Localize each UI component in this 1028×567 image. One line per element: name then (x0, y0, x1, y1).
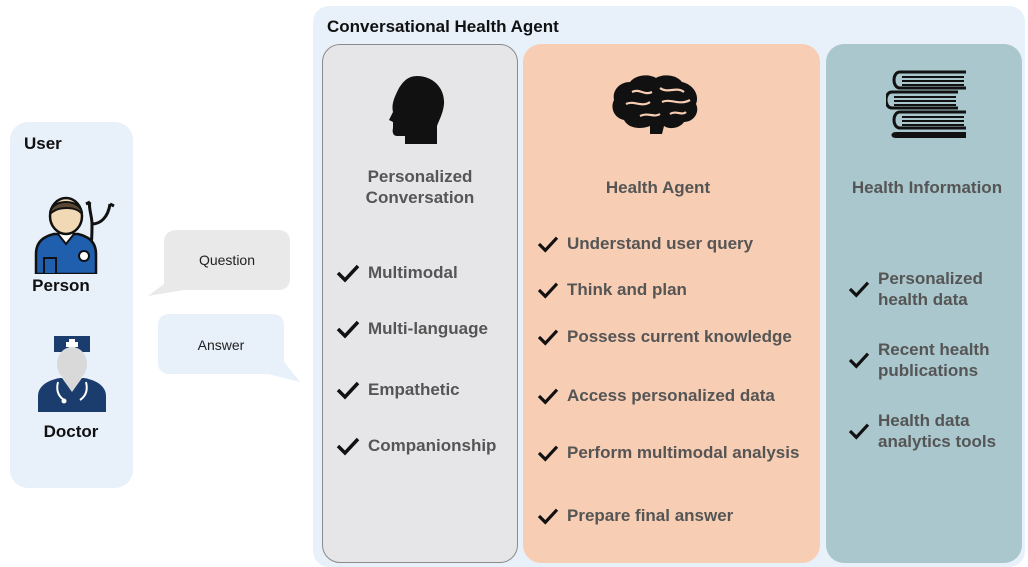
item-label: Personalized health data (878, 268, 983, 310)
agent-item: Prepare final answer (537, 505, 733, 526)
item-label: Access personalized data (567, 386, 775, 405)
health-information-column (826, 44, 1022, 563)
item-label: Multi-language (368, 319, 488, 338)
person-icon (34, 196, 115, 274)
agent-title: Conversational Health Agent (327, 17, 559, 36)
check-icon (537, 388, 559, 405)
item-line: Health data (878, 411, 970, 430)
user-title: User (24, 134, 62, 153)
conversation-item: Multimodal (336, 262, 458, 283)
check-icon (848, 281, 870, 298)
books-icon (886, 70, 966, 138)
conversation-item: Empathetic (336, 379, 460, 400)
agent-item: Think and plan (537, 279, 687, 300)
check-icon (848, 352, 870, 369)
item-label: Empathetic (368, 380, 460, 399)
item-label: Think and plan (567, 280, 687, 299)
doctor-label: Doctor (43, 422, 99, 441)
personalized-conversation-title: Personalized Conversation (322, 166, 518, 208)
item-label: Recent health publications (878, 339, 989, 381)
agent-item: Perform multimodal analysis (537, 442, 799, 463)
title-line: Conversation (365, 188, 475, 207)
person-label: Person (32, 276, 90, 295)
item-label: Multimodal (368, 263, 458, 282)
info-item: Health data analytics tools (848, 410, 996, 452)
item-label: Companionship (368, 436, 497, 455)
check-icon (336, 264, 360, 283)
conversation-item: Multi-language (336, 318, 488, 339)
item-label: Possess current knowledge (567, 327, 792, 346)
item-label: Health data analytics tools (878, 410, 996, 452)
check-icon (537, 329, 559, 346)
conversation-item: Companionship (336, 435, 496, 456)
item-line: Recent health (878, 340, 990, 359)
item-line: analytics tools (878, 432, 997, 451)
item-line: Personalized (878, 269, 983, 288)
answer-label: Answer (197, 337, 245, 353)
user-panel (10, 122, 133, 488)
answer-bubble (158, 314, 300, 382)
check-icon (336, 437, 360, 456)
head-silhouette-icon (389, 76, 445, 144)
item-label: Perform multimodal analysis (567, 443, 800, 462)
health-agent-title: Health Agent (605, 178, 711, 197)
check-icon (537, 236, 559, 253)
question-label: Question (198, 252, 256, 268)
brain-icon (612, 75, 698, 134)
item-label: Prepare final answer (567, 506, 734, 525)
agent-item: Understand user query (537, 233, 753, 254)
item-line: publications (878, 361, 979, 380)
check-icon (537, 282, 559, 299)
health-information-title: Health Information (851, 178, 1003, 197)
check-icon (336, 381, 360, 400)
title-line: Personalized (367, 167, 473, 186)
check-icon (336, 320, 360, 339)
health-agent-column (523, 44, 820, 563)
item-label: Understand user query (567, 234, 754, 253)
doctor-icon (38, 336, 106, 412)
check-icon (848, 423, 870, 440)
agent-item: Possess current knowledge (537, 326, 792, 347)
info-item: Recent health publications (848, 339, 989, 381)
info-item: Personalized health data (848, 268, 983, 310)
check-icon (537, 508, 559, 525)
agent-item: Access personalized data (537, 385, 775, 406)
check-icon (537, 445, 559, 462)
item-line: health data (878, 290, 968, 309)
question-bubble (148, 230, 290, 296)
